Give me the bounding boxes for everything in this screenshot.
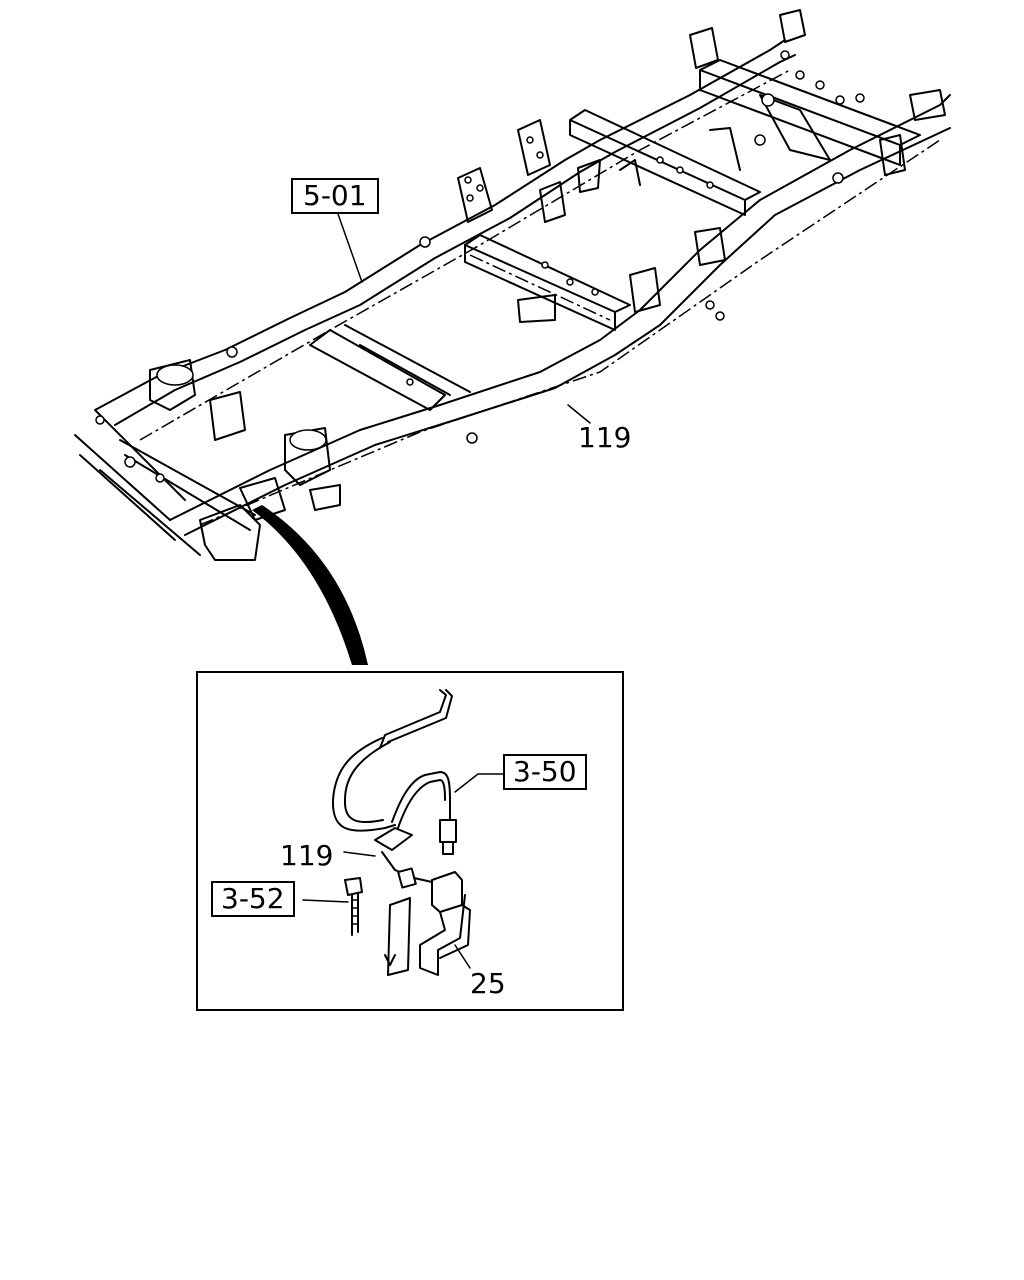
detail-part-119-label: 119 xyxy=(280,839,334,872)
chassis-frame xyxy=(74,9,951,561)
bolt-ref-label[interactable]: 3-52 xyxy=(211,881,295,917)
frame-part-119-label: 119 xyxy=(578,421,632,454)
frame-holes xyxy=(95,50,865,483)
pipe-ref-label[interactable]: 3-50 xyxy=(503,754,587,790)
detail-pointer xyxy=(252,505,368,665)
detail-box xyxy=(196,671,624,1011)
detail-part-25-label: 25 xyxy=(470,967,506,1000)
detail-drawing xyxy=(302,689,504,976)
frame-ref-label[interactable]: 5-01 xyxy=(291,178,379,214)
